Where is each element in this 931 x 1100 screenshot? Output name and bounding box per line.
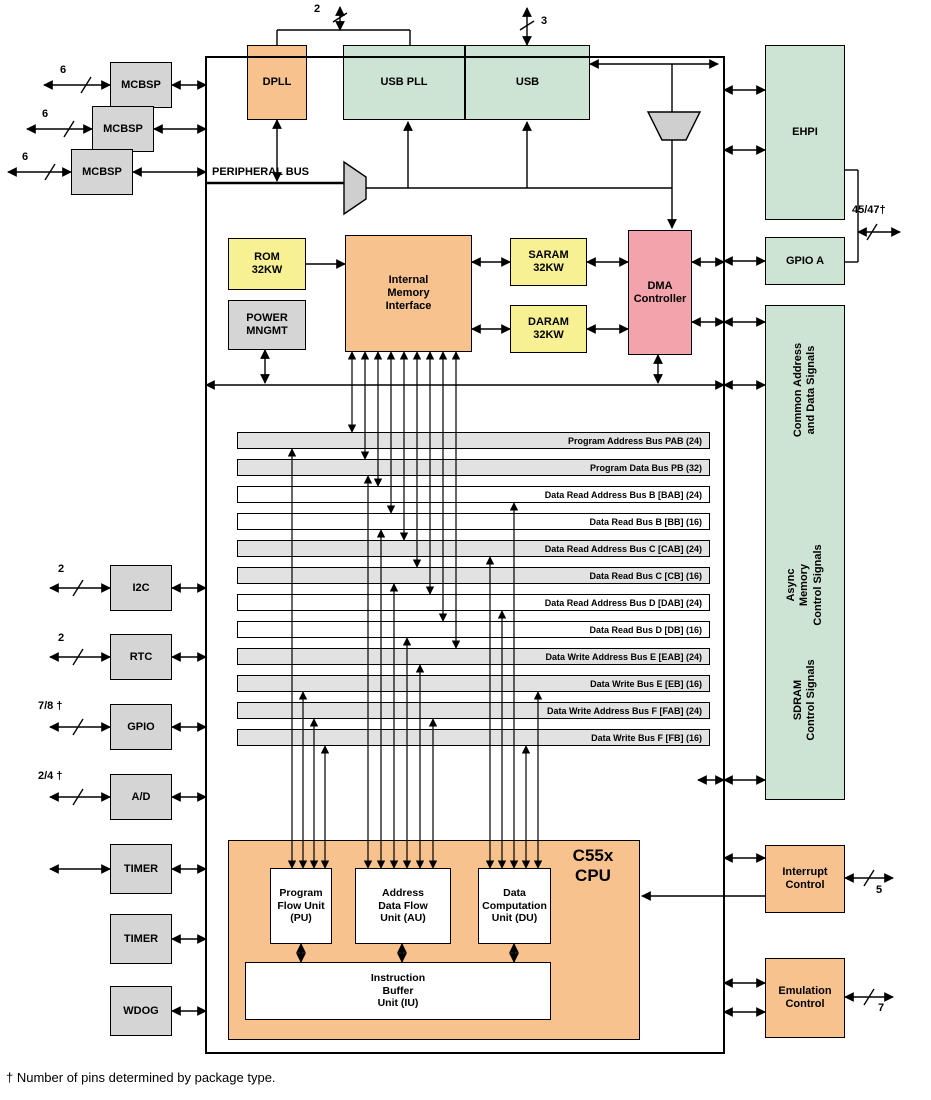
power-mngmt-box: POWER MNGMT [228,300,306,350]
left-arrows [7,76,207,1016]
pin-count-interrupt: 5 [876,884,883,896]
pin-count-clock: 2 [314,3,321,15]
timer-box-1: TIMER [110,844,172,894]
rtc-box: RTC [110,634,172,680]
bus-bar-fb: Data Write Bus F [FB] (16) [237,729,710,746]
bus-bar-bb: Data Read Bus B [BB] (16) [237,513,710,530]
bus-bar-pab: Program Address Bus PAB (24) [237,432,710,449]
bus-bar-cab: Data Read Address Bus C [CAB] (24) [237,540,710,557]
peripheral-bus-label: PERIPHERAL BUS [212,166,309,178]
pin-count-ad: 2/4 † [38,770,63,782]
dpll-box: DPLL [247,45,307,120]
bus-bar-dab: Data Read Address Bus D [DAB] (24) [237,594,710,611]
usb-box: USB [465,45,590,120]
signal-group-box [765,305,845,800]
pin-count-mcbsp1: 6 [60,64,67,76]
du-box: Data Computation Unit (DU) [478,868,551,944]
gpio-a-box: GPIO A [765,237,845,285]
pin-count-ehpi: 45/47† [852,204,886,216]
pin-count-gpio: 7/8 † [38,700,63,712]
mcbsp-box-1: MCBSP [110,62,172,108]
timer-box-2: TIMER [110,914,172,964]
emulation-control-box: Emulation Control [765,958,845,1038]
bus-bar-pb: Program Data Bus PB (32) [237,459,710,476]
bus-bar-fab: Data Write Address Bus F [FAB] (24) [237,702,710,719]
internal-memory-interface-box: Internal Memory Interface [345,235,472,352]
bus-bar-db: Data Read Bus D [DB] (16) [237,621,710,638]
bus-bar-cb: Data Read Bus C [CB] (16) [237,567,710,584]
daram-box: DARAM 32KW [510,305,587,353]
dma-controller-box: DMA Controller [628,230,692,355]
au-box: Address Data Flow Unit (AU) [355,868,451,944]
mcbsp-box-3: MCBSP [71,149,133,195]
signal-label-sdram: SDRAM Control Signals [791,659,817,741]
interrupt-control-box: Interrupt Control [765,845,845,913]
bus-bar-eab: Data Write Address Bus E [EAB] (24) [237,648,710,665]
ehpi-box: EHPI [765,45,845,220]
pin-count-mcbsp3: 6 [22,151,29,163]
gpio-box: GPIO [110,704,172,750]
wdog-box: WDOG [110,986,172,1036]
ad-box: A/D [110,774,172,820]
footnote: † Number of pins determined by package t… [6,1070,276,1085]
pin-count-mcbsp2: 6 [42,108,49,120]
rom-box: ROM 32KW [228,238,306,290]
bus-bar-eb: Data Write Bus E [EB] (16) [237,675,710,692]
signal-label-common: Common Address and Data Signals [791,342,817,438]
pin-count-emulation: 7 [878,1002,885,1014]
i2c-box: I2C [110,565,172,611]
usb-pll-box: USB PLL [343,45,465,120]
saram-box: SARAM 32KW [510,238,587,286]
mcbsp-box-2: MCBSP [92,106,154,152]
cpu-title: C55x CPU [572,846,614,885]
iu-box: Instruction Buffer Unit (IU) [245,962,551,1020]
pin-count-i2c: 2 [58,563,65,575]
pu-box: Program Flow Unit (PU) [270,868,332,944]
pin-count-usb: 3 [541,15,548,27]
pin-count-rtc: 2 [58,632,65,644]
bus-bar-bab: Data Read Address Bus B [BAB] (24) [237,486,710,503]
